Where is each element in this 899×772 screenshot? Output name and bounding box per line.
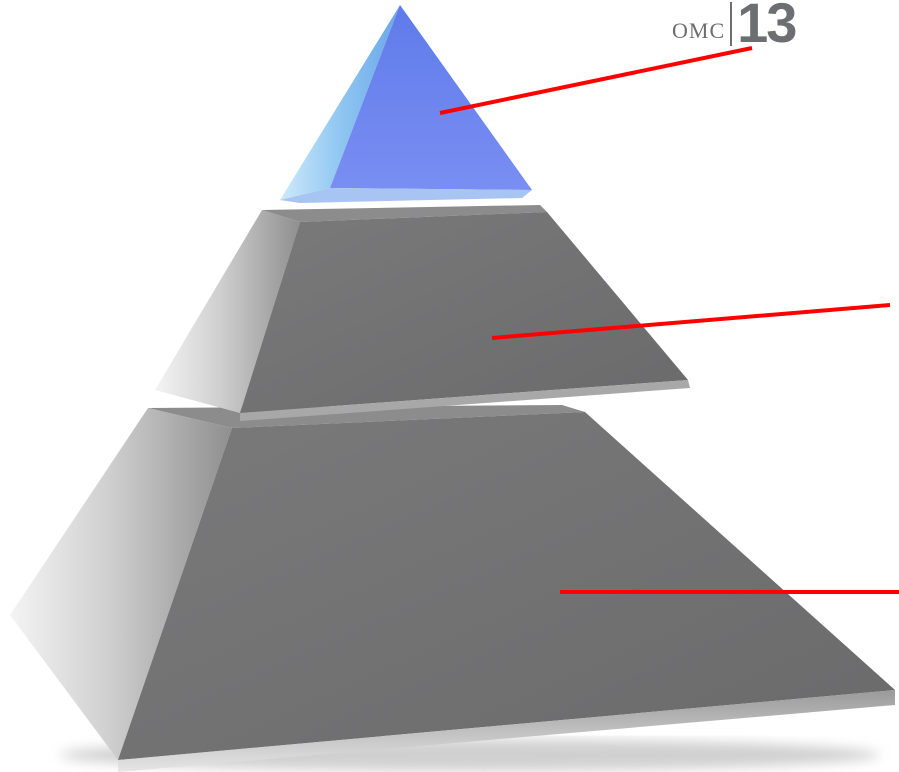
pyramid-tier-middle	[155, 205, 690, 421]
logo-divider	[730, 2, 733, 46]
bottom-tier-front-face	[118, 412, 895, 760]
bottom-tier-base-edge	[118, 690, 895, 772]
bottom-tier-left-face	[10, 408, 232, 760]
middle-tier-top-ledge	[262, 205, 547, 222]
top-tier-base-edge	[280, 188, 532, 203]
logo-big-text: 13	[737, 0, 797, 54]
middle-tier-front-face	[240, 212, 688, 413]
callout-line-top	[439, 46, 753, 115]
logo-small-text: OMC	[672, 18, 726, 43]
middle-tier-base-edge	[240, 380, 690, 421]
callout-line-middle	[491, 303, 891, 340]
top-tier-front-face	[330, 5, 532, 190]
pyramid-tier-bottom	[10, 405, 895, 772]
pyramid-tier-top	[280, 5, 532, 203]
omc13-logo: OMC 13	[672, 0, 797, 54]
top-tier-left-face	[280, 5, 400, 200]
middle-tier-left-face	[155, 210, 300, 413]
